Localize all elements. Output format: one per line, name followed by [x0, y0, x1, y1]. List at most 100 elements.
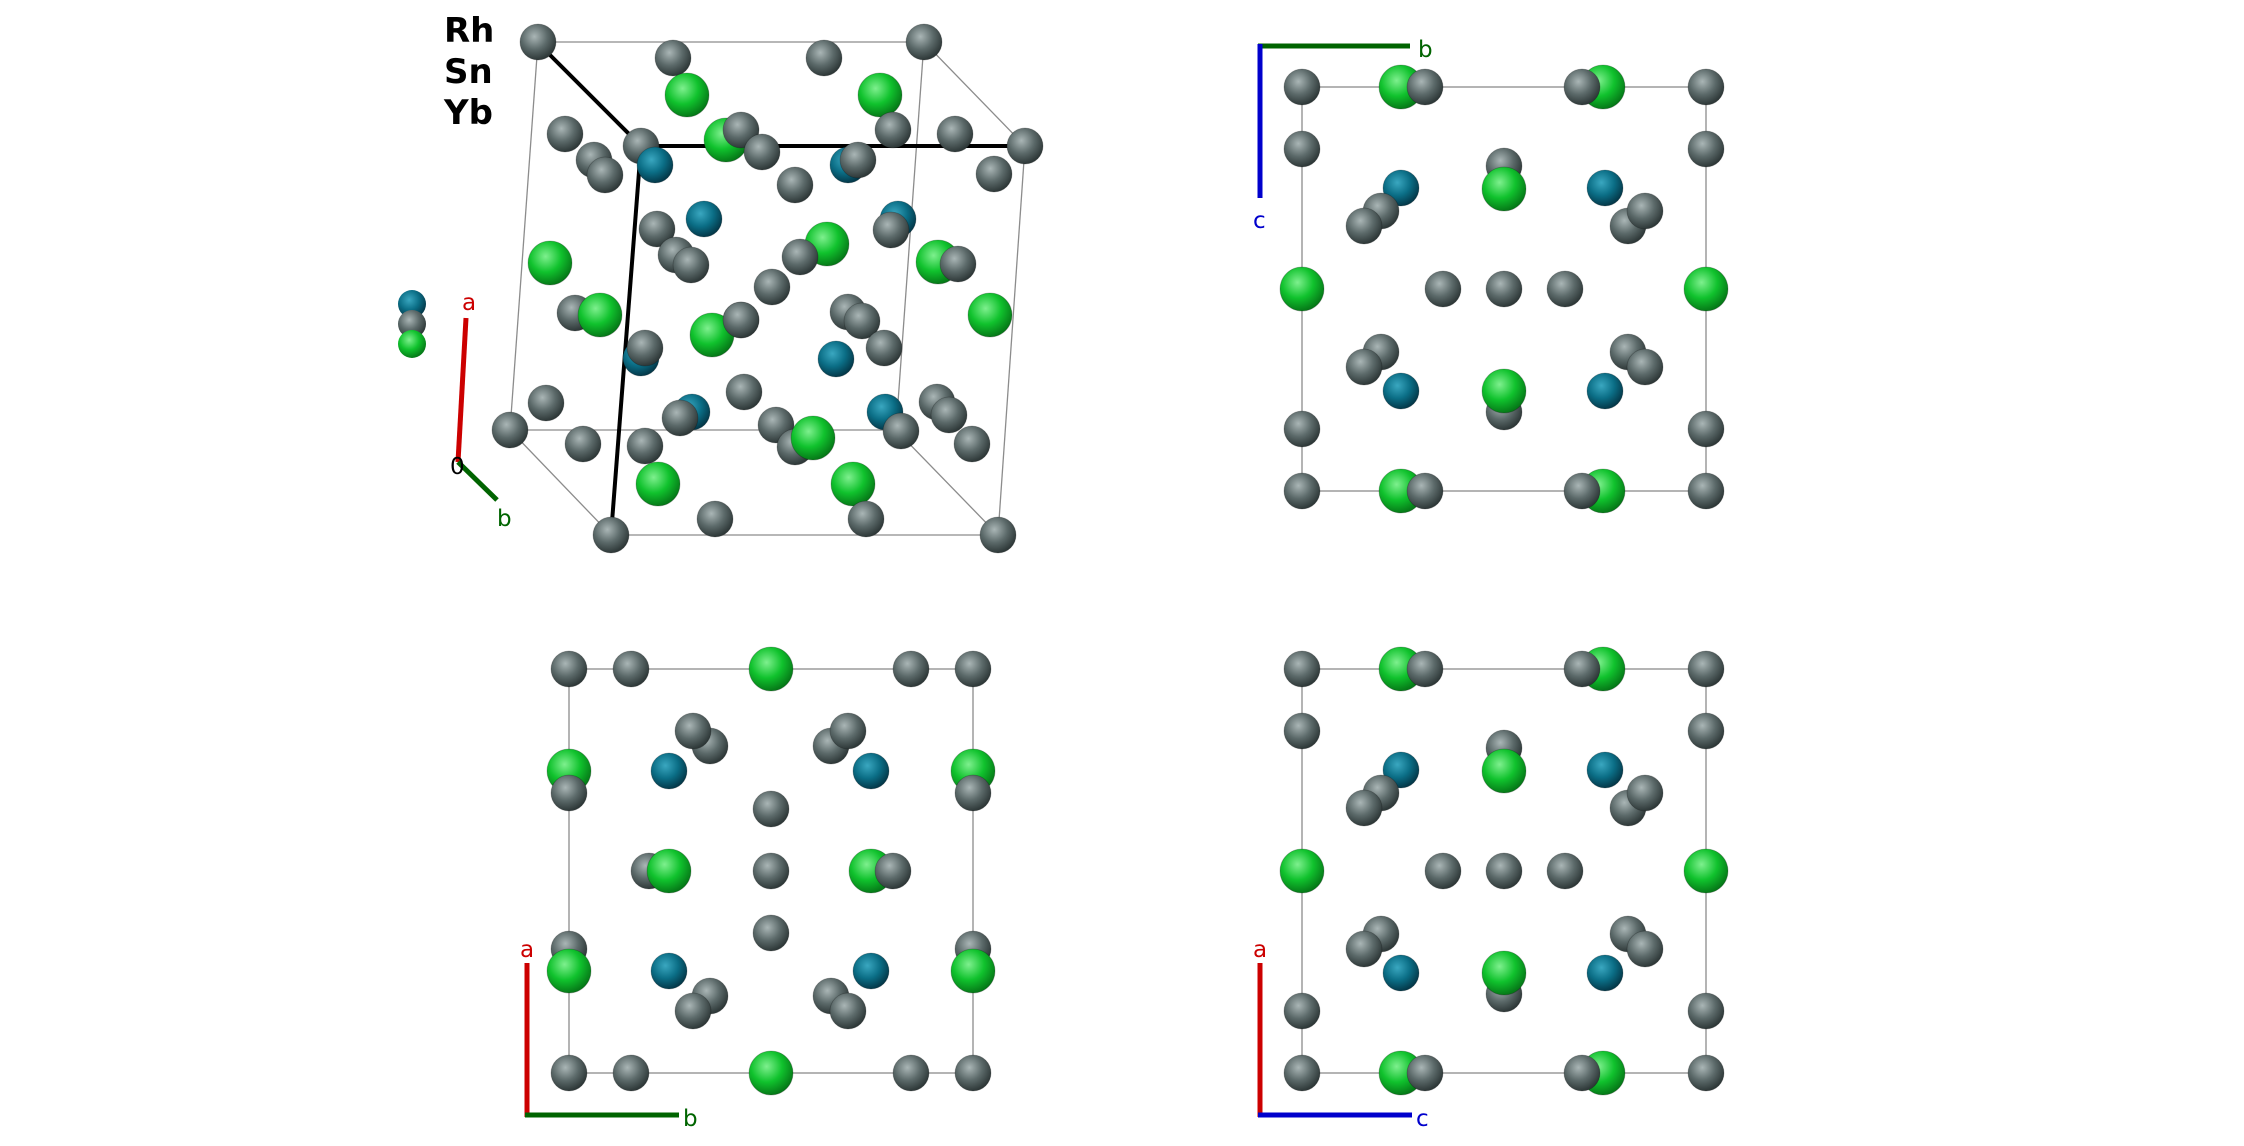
atom-yb	[830, 461, 876, 507]
atom-sn	[892, 1054, 930, 1092]
atom-rh	[650, 752, 688, 790]
axis-b-label: b	[497, 506, 512, 532]
atom-sn	[1283, 130, 1321, 168]
atom-sn	[872, 211, 910, 249]
axis-origin-label: 0	[450, 454, 465, 480]
atoms-ab	[546, 646, 996, 1096]
atom-rh	[852, 752, 890, 790]
atoms-ac	[1279, 646, 1729, 1096]
atom-sn	[954, 650, 992, 688]
atom-sn	[975, 155, 1013, 193]
atom-yb	[748, 646, 794, 692]
atom-sn	[1563, 1054, 1601, 1092]
atom-sn	[1546, 852, 1584, 890]
atom-sn	[1563, 68, 1601, 106]
atom-sn	[674, 712, 712, 750]
atom-rh	[1382, 372, 1420, 410]
atom-sn	[1424, 852, 1462, 890]
atom-sn	[1687, 410, 1725, 448]
atom-sn	[843, 302, 881, 340]
cell-edge	[509, 41, 539, 431]
atom-sn	[1283, 1054, 1321, 1092]
atom-sn	[1626, 348, 1664, 386]
atom-yb	[635, 461, 681, 507]
atom-sn	[626, 329, 664, 367]
atom-sn	[954, 1054, 992, 1092]
atom-rh	[817, 340, 855, 378]
axis-b-label: b	[1418, 37, 1433, 63]
atom-yb	[398, 330, 426, 358]
atom-sn	[1485, 270, 1523, 308]
axis-a-label: a	[462, 290, 476, 316]
atom-yb	[1683, 266, 1729, 312]
view-ab: a b	[520, 646, 996, 1132]
atom-yb	[1279, 848, 1325, 894]
cell-edge	[997, 145, 1026, 536]
atom-sn	[753, 268, 791, 306]
axis-a-line	[455, 317, 469, 463]
atom-sn	[696, 500, 734, 538]
atom-sn	[1626, 930, 1664, 968]
atom-sn	[1406, 68, 1444, 106]
atom-sn	[954, 774, 992, 812]
axis-b-line	[456, 460, 499, 502]
atom-sn	[1283, 992, 1321, 1030]
axis-indicator-bc: b c	[1253, 37, 1433, 234]
atom-yb	[950, 948, 996, 994]
atom-sn	[654, 39, 692, 77]
atom-sn	[722, 301, 760, 339]
atom-sn	[725, 373, 763, 411]
atom-sn	[1546, 270, 1584, 308]
atom-sn	[564, 425, 602, 463]
axis-c-label: c	[1416, 1106, 1429, 1132]
atom-sn	[1485, 852, 1523, 890]
atom-sn	[612, 650, 650, 688]
axis-indicator-ab: a b	[520, 937, 698, 1132]
atom-sn	[1006, 127, 1044, 165]
atom-sn	[672, 246, 710, 284]
axis-a-label: a	[520, 937, 534, 963]
atom-sn	[592, 516, 630, 554]
atom-rh	[1586, 372, 1624, 410]
atom-yb	[1683, 848, 1729, 894]
legend-label-sn: Sn	[444, 52, 493, 92]
atom-sn	[953, 425, 991, 463]
atom-sn	[781, 238, 819, 276]
view-ac: a c	[1253, 646, 1729, 1132]
atom-sn	[527, 384, 565, 422]
atom-sn	[1283, 712, 1321, 750]
atom-yb	[748, 1050, 794, 1096]
legend-label-rh: Rh	[444, 11, 494, 51]
atom-rh	[398, 290, 426, 318]
atom-sn	[1406, 1054, 1444, 1092]
atom-yb	[1481, 950, 1527, 996]
atom-rh	[1586, 751, 1624, 789]
atom-sn	[1687, 130, 1725, 168]
atom-sn	[1563, 650, 1601, 688]
atom-yb	[1279, 266, 1325, 312]
atom-sn	[1345, 207, 1383, 245]
atom-sn	[519, 23, 557, 61]
atom-sn	[1687, 68, 1725, 106]
atom-sn	[752, 914, 790, 952]
atom-sn	[930, 396, 968, 434]
atom-sn	[1406, 650, 1444, 688]
atom-sn	[892, 650, 930, 688]
atom-yb	[527, 240, 573, 286]
axis-b-label: b	[683, 1106, 698, 1132]
atom-yb	[577, 292, 623, 338]
atom-sn	[612, 1054, 650, 1092]
atom-sn	[882, 412, 920, 450]
perspective-view: a b 0	[450, 23, 1044, 554]
atom-sn	[1283, 68, 1321, 106]
atom-sn	[829, 992, 867, 1030]
atom-sn	[550, 650, 588, 688]
atom-sn	[1626, 192, 1664, 230]
atom-sn	[1687, 712, 1725, 750]
atom-sn	[839, 141, 877, 179]
element-legend: Rh Sn Yb	[443, 11, 494, 133]
atom-sn	[550, 774, 588, 812]
atom-rh	[1586, 954, 1624, 992]
atom-rh	[650, 952, 688, 990]
atom-rh	[1382, 954, 1420, 992]
